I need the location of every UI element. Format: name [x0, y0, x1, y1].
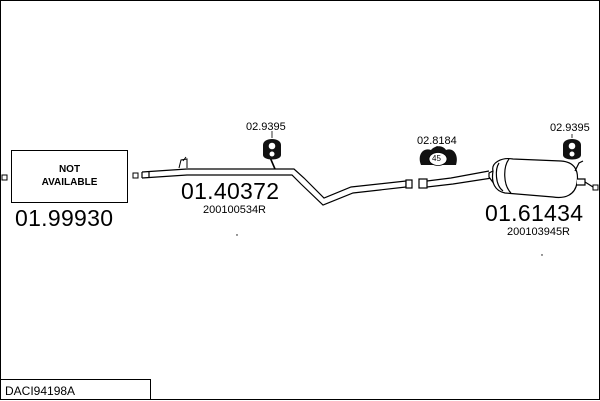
rear-part-number[interactable]: 01.61434 — [485, 200, 584, 226]
middle-connector-mark — [132, 172, 139, 179]
not-available-line2: AVAILABLE — [41, 176, 98, 188]
clamp-diameter: 45 — [432, 154, 441, 163]
rear-hanger-part-number[interactable]: 02.9395 — [550, 122, 590, 134]
diagram-code-box: DACI94198A — [1, 379, 151, 400]
clamp-part-number[interactable]: 02.8184 — [417, 135, 457, 147]
rear-rubber-hanger-icon — [563, 139, 581, 160]
clamp-icon — [419, 146, 457, 166]
front-part-number[interactable]: 01.99930 — [15, 205, 114, 231]
right-connector-mark — [592, 184, 599, 191]
middle-pipe — [141, 168, 413, 206]
rear-silencer-shape — [488, 158, 594, 199]
middle-hanger-part-number[interactable]: 02.9395 — [246, 121, 286, 133]
rubber-hanger-icon — [263, 139, 281, 160]
not-available-line1: NOT — [58, 164, 81, 175]
middle-oe-number: 200100534R — [203, 204, 267, 216]
leader-lines — [271, 131, 573, 148]
front-hanger-bracket — [178, 156, 188, 169]
rear-connecting-pipe — [418, 170, 493, 189]
middle-part-number[interactable]: 01.40372 — [181, 178, 280, 204]
not-available-box: NOT AVAILABLE — [11, 150, 128, 203]
left-connector-mark — [1, 174, 8, 181]
diagram-code: DACI94198A — [5, 384, 76, 398]
rear-oe-number: 200103945R — [507, 226, 571, 238]
